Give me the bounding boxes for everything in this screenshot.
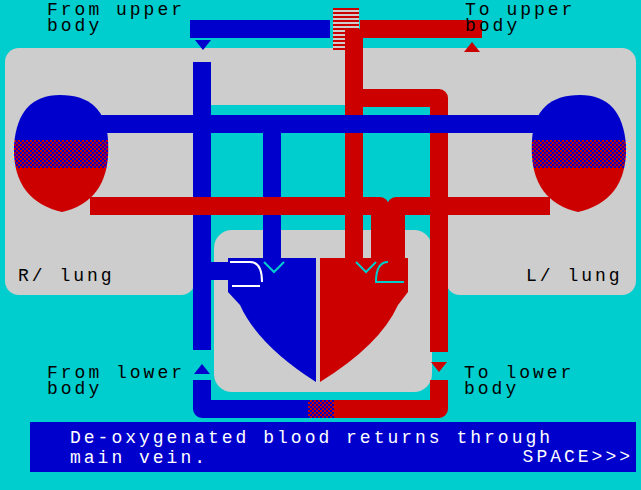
left-heart xyxy=(320,258,408,382)
left-lung xyxy=(520,90,640,218)
lung-label: R/ lung xyxy=(18,268,178,284)
arrow-head xyxy=(194,364,210,374)
pulmonary-trunk xyxy=(263,124,281,266)
vessels xyxy=(90,29,550,409)
right-heart xyxy=(228,258,316,382)
upper-artery xyxy=(360,20,482,38)
lower-vein xyxy=(202,380,320,409)
aorta xyxy=(345,29,363,266)
lower-artery xyxy=(320,380,439,409)
valve-line xyxy=(356,262,376,272)
valve-line xyxy=(376,262,404,282)
heart-valves xyxy=(230,262,404,286)
body-label: From lower body xyxy=(47,365,197,397)
mixing-patch xyxy=(308,400,334,418)
grey-panel xyxy=(5,48,636,392)
arrow-head xyxy=(464,42,480,52)
upper-vein xyxy=(190,20,330,38)
valve-line xyxy=(264,262,284,272)
arrow-head xyxy=(195,40,211,50)
valve-line xyxy=(230,262,262,286)
pulmonary-artery xyxy=(98,115,548,133)
body-label: From upper body xyxy=(47,2,207,34)
lung-label: L/ lung xyxy=(526,268,636,284)
pulmonary-vein-right xyxy=(90,206,380,266)
caption-bar xyxy=(30,422,636,472)
body-label: To lower body xyxy=(464,365,624,397)
body-label: To upper body xyxy=(465,2,625,34)
right-lung xyxy=(0,90,120,218)
arrow-head xyxy=(431,362,447,372)
vein-inlet xyxy=(202,262,232,280)
pulmonary-vein-left xyxy=(396,206,550,266)
prompt-label: SPACE>>> xyxy=(523,447,633,467)
